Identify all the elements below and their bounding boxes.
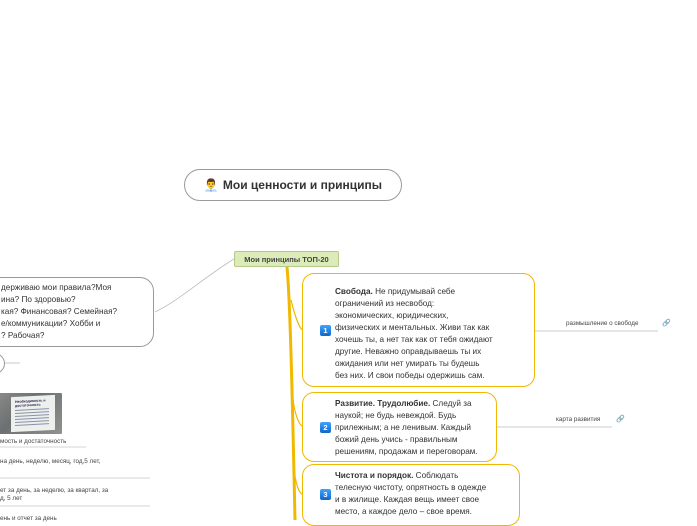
card-text: экономических, юридических, xyxy=(335,311,449,320)
card-title: Развитие. Трудолюбие. xyxy=(335,399,431,408)
left-card-line: держиваю мои правила?Моя xyxy=(1,283,112,292)
card-text: ограничений из несвобод: xyxy=(335,299,435,308)
number-badge: 1 xyxy=(320,325,331,336)
card-text: другие. Неважно оправдываешь ты их xyxy=(335,347,482,356)
thumbnail-image[interactable]: Необходимость и достаточность xyxy=(0,393,62,434)
thumbnail-document: Необходимость и достаточность xyxy=(11,394,55,433)
principle-card-1[interactable]: 1 Свобода. Не придумывай себе ограничени… xyxy=(302,273,535,387)
card-text: место, а каждое дело – свое время. xyxy=(335,507,472,516)
card-text: телесную чистоту, опрятность в одежде xyxy=(335,483,487,492)
principles-topic[interactable]: Мои принципы ТОП-20 xyxy=(234,251,339,267)
card-text: Соблюдать xyxy=(415,471,459,480)
card-text: хочешь ты, а нет так как от тебя ожидают xyxy=(335,335,493,344)
card-title: Чистота и порядок. xyxy=(335,471,414,480)
connector-left xyxy=(154,258,235,313)
principle-card-2[interactable]: 2 Развитие. Трудолюбие. Следуй за наукой… xyxy=(302,392,497,462)
left-card-line: е/коммуникации? Хобби и xyxy=(1,319,101,328)
card-text: Следуй за xyxy=(432,399,472,408)
number-badge: 2 xyxy=(320,422,331,433)
card-text: и в жилище. Каждая вещь имеет свое xyxy=(335,495,480,504)
card-text: без них. И свои победы одержишь сам. xyxy=(335,371,485,380)
left-item-2[interactable]: на день, неделю, месяц, год,5 лет, xyxy=(0,458,101,465)
link-icon[interactable]: 🔗 xyxy=(662,320,671,327)
thumbnail-line xyxy=(15,423,49,426)
card-text: решениям, продажам и переговорам. xyxy=(335,447,478,456)
card-text: божий день учись - правильным xyxy=(335,435,458,444)
card-text: физических и ментальных. Живи так как xyxy=(335,323,490,332)
root-topic-title: Мои ценности и принципы xyxy=(222,178,383,192)
card-title: Свобода. xyxy=(335,287,373,296)
link-icon[interactable]: 🔗 xyxy=(616,416,625,423)
left-card-line: ина? По здоровью? xyxy=(1,295,76,304)
link-label-freedom[interactable]: размышление о свободе xyxy=(566,320,639,327)
card-text: прилежным; а не ленивым. Каждый xyxy=(335,423,471,432)
card-text: ожидания или нет умирать ты будешь xyxy=(335,359,480,368)
number-badge: 3 xyxy=(320,489,331,500)
card-text: Не придумывай себе xyxy=(375,287,456,296)
left-card-line: кая? Финансовая? Семейная? xyxy=(1,307,118,316)
left-item-4[interactable]: ень и отчет за день xyxy=(0,515,57,522)
card-text: наукой; не будь невеждой. Будь xyxy=(335,411,457,420)
left-item-1[interactable]: мость и достаточность xyxy=(0,438,67,445)
link-label-development[interactable]: карта развития xyxy=(556,416,601,423)
left-item-3b[interactable]: д, 5 лет xyxy=(0,495,23,502)
left-card-line: ? Рабочая? xyxy=(1,331,45,340)
left-item-3[interactable]: ет за день, за неделю, за квартал, за xyxy=(0,487,109,494)
principle-card-3[interactable]: 3 Чистота и порядок. Соблюдать телесную … xyxy=(302,464,520,526)
root-topic[interactable]: 👨‍💼 Мои ценности и принципы xyxy=(184,169,402,201)
left-question-card[interactable]: держиваю мои правила?Моя ина? По здоровь… xyxy=(0,277,154,347)
branch-trunk xyxy=(285,266,297,520)
thumbnail-title-2: достаточность xyxy=(15,402,41,408)
person-icon: 👨‍💼 xyxy=(203,178,219,192)
